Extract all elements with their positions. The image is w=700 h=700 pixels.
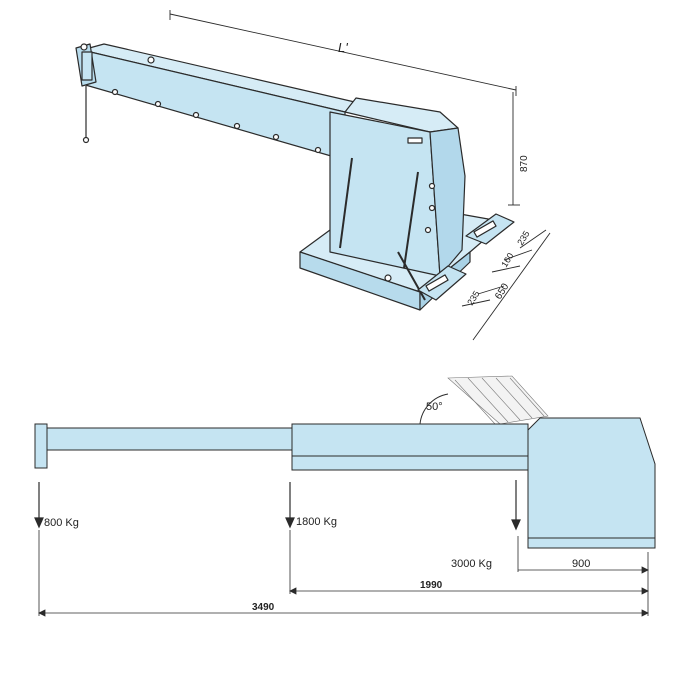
label-dim-total: 3490 <box>252 602 275 613</box>
label-length: L' <box>338 40 348 55</box>
tower-side <box>429 127 466 277</box>
boom-mid-section <box>291 423 529 457</box>
fork-pocket-rear-slot <box>473 220 497 238</box>
tower-bolts <box>384 182 436 282</box>
label-load-base: 3000 Kg <box>451 558 492 570</box>
tip-block <box>34 423 48 469</box>
label-height: 870 <box>519 155 530 172</box>
base-head <box>527 417 656 539</box>
label-load-mid: 1800 Kg <box>296 516 337 528</box>
label-dim-mid: 1990 <box>420 580 443 591</box>
brace-left <box>339 157 353 249</box>
isometric-view <box>75 43 515 311</box>
label-gap: 160 <box>499 251 515 269</box>
label-load-tip: 800 Kg <box>44 517 79 529</box>
load-arrows <box>34 480 521 531</box>
angle-arc <box>419 393 449 425</box>
label-depth: 650 <box>493 281 511 301</box>
tip-bolt <box>80 43 88 51</box>
label-dim-base: 900 <box>572 558 590 570</box>
fork-pocket-front-slot <box>425 274 449 292</box>
label-pad-a: 235 <box>465 289 481 307</box>
hook-eye <box>82 136 90 144</box>
boom-front-face <box>81 49 346 161</box>
boom-thin-section <box>46 427 293 451</box>
side-view <box>34 375 656 549</box>
slot <box>407 137 423 144</box>
dim-line-length <box>169 13 517 91</box>
mast-hatch <box>447 375 549 425</box>
label-pad-b: 235 <box>515 229 531 247</box>
iso-dimensions <box>169 10 551 341</box>
boom-bolts <box>111 88 322 154</box>
boom-mid-lower <box>291 455 529 471</box>
base-foot <box>527 537 656 549</box>
top-bolt <box>147 56 155 64</box>
label-angle: 50° <box>426 401 443 413</box>
brace-right <box>403 171 419 269</box>
dim-line-depth <box>472 232 551 341</box>
side-labels: 50° 800 Kg 1800 Kg 3000 Kg 900 1990 3490 <box>44 401 590 613</box>
side-dimensions <box>38 530 649 617</box>
boom-tip-plate <box>81 51 93 81</box>
